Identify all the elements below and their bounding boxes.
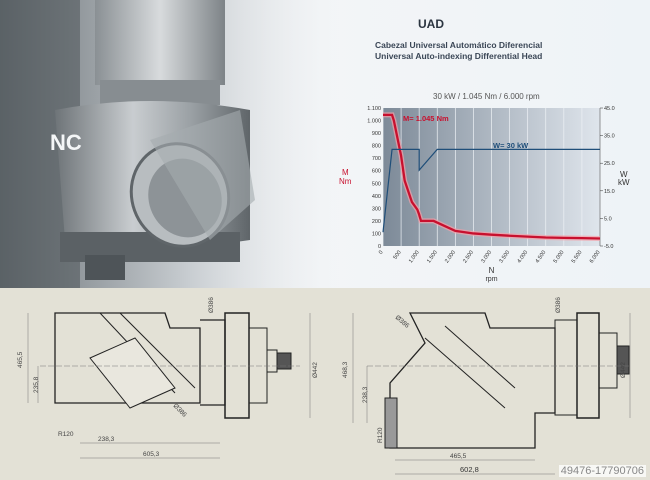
y-tick-label: 200: [372, 219, 381, 225]
y2-tick-label: 15.0: [604, 189, 615, 195]
power-line: [382, 148, 600, 233]
x-tick-label: 4.500: [535, 250, 548, 265]
dim-radius: R120: [58, 431, 74, 438]
y-tick-label: 0: [378, 244, 381, 250]
x-tick-label: 2.000: [444, 250, 457, 265]
product-title: UAD: [418, 17, 444, 31]
dim-length: 465,5: [450, 453, 467, 460]
dim-dia-angled: Ø386: [172, 402, 188, 418]
y-tick-label: 900: [372, 131, 381, 137]
dim-axis-height: 235,8: [33, 376, 40, 393]
dim-length: 605,3: [143, 451, 160, 458]
dim-dia-flange: Ø442: [312, 362, 319, 378]
y2-axis-label: W: [620, 170, 628, 179]
y-axis-unit: Nm: [339, 177, 352, 186]
y-tick-label: 100: [372, 231, 381, 237]
dim-dia-top: Ø386: [208, 297, 215, 313]
x-tick-label: 2.500: [462, 250, 475, 265]
dim-radius: R120: [377, 427, 384, 443]
x-tick-label: 0: [378, 250, 385, 256]
product-banner: NC UAD Cabezal Universal Automático Dife…: [0, 0, 650, 288]
torque-power-chart: 0 500 1.000 1.500 2.000 2.500 3.000 3.500 4.000 4…: [339, 106, 630, 283]
y2-axis-unit: kW: [618, 178, 630, 187]
spec-line: 30 kW / 1.045 Nm / 6.000 rpm: [433, 92, 540, 101]
torque-line: [383, 113, 601, 240]
torque-label: M= 1.045 Nm: [403, 114, 449, 123]
dim-height: 468,3: [342, 361, 349, 378]
x-tick-label: 3.000: [480, 250, 493, 265]
y-tick-label: 1.100: [367, 106, 381, 112]
dim-dia-top: Ø386: [555, 297, 562, 313]
subtitle-english: Universal Auto-indexing Differential Hea…: [375, 51, 543, 61]
logo-text: NC: [50, 130, 82, 155]
drawing-right: 468,3 238,3 R120 465,5 Ø386 Ø386 Ø442 60…: [342, 297, 631, 475]
y2-tick-label: 25.0: [604, 161, 615, 167]
y-tick-label: 400: [372, 194, 381, 200]
subtitle-spanish: Cabezal Universal Automático Diferencial: [375, 40, 543, 50]
drawing-left: 465,5 235,8 R120 238,3 605,3 Ø386 Ø386 Ø…: [17, 297, 319, 459]
dim-height: 465,5: [17, 351, 24, 368]
y-tick-label: 700: [372, 156, 381, 162]
y-tick-label: 500: [372, 181, 381, 187]
x-axis-label: N: [489, 266, 495, 275]
dim-total-length: 602,8: [460, 465, 479, 474]
x-axis-unit: rpm: [485, 276, 497, 283]
watermark-id: 49476-17790706: [558, 465, 646, 477]
y-axis-label: M: [342, 168, 349, 177]
x-tick-label: 3.500: [498, 250, 511, 265]
power-label: W= 30 kW: [493, 141, 529, 150]
x-tick-label: 4.000: [516, 250, 529, 265]
x-tick-label: 1.000: [408, 250, 421, 265]
y-tick-label: 1.000: [367, 119, 381, 125]
y2-tick-label: 45.0: [604, 106, 615, 112]
machine-head-photo: NC: [0, 0, 340, 288]
dim-dia-flange: Ø442: [620, 362, 627, 378]
x-tick-label: 5.500: [571, 250, 584, 265]
y2-tick-label: -5.0: [604, 244, 613, 250]
x-tick-label: 500: [393, 250, 403, 261]
dim-dia-angled: Ø386: [394, 314, 411, 330]
x-tick-label: 6.000: [589, 250, 602, 265]
technical-drawings: 465,5 235,8 R120 238,3 605,3 Ø386 Ø386 Ø…: [0, 288, 650, 480]
y2-tick-label: 5.0: [604, 216, 612, 222]
y-tick-label: 800: [372, 144, 381, 150]
dim-offset: 238,3: [98, 436, 115, 443]
y2-tick-label: 35.0: [604, 134, 615, 140]
dim-axis-height: 238,3: [362, 386, 369, 403]
x-tick-label: 5.000: [553, 250, 566, 265]
x-tick-label: 1.500: [426, 250, 439, 265]
y-tick-label: 600: [372, 169, 381, 175]
y-tick-label: 300: [372, 206, 381, 212]
